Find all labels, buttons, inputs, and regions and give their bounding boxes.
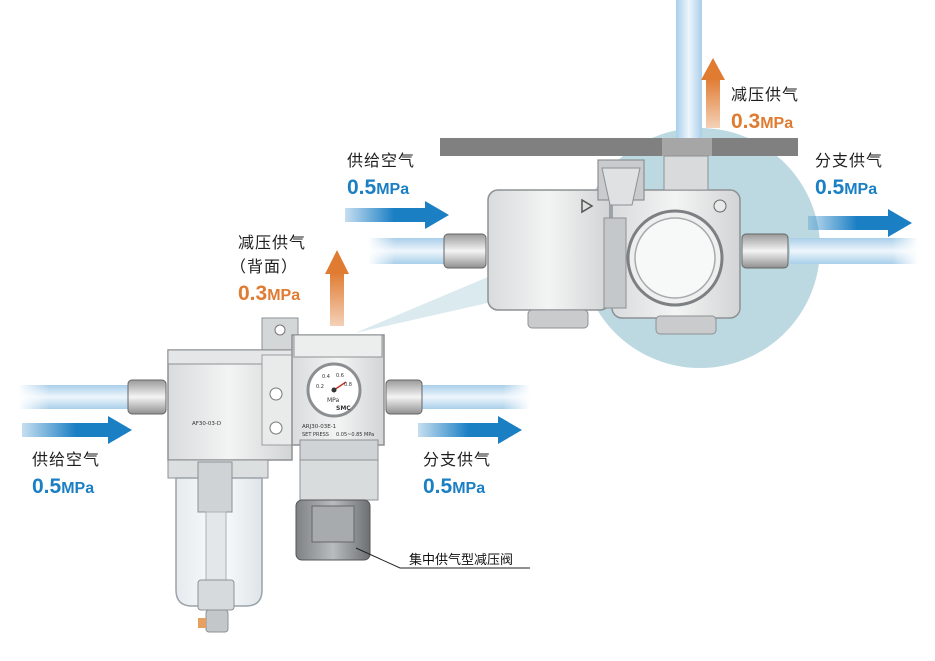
gauge-tick-2: 0.4 bbox=[322, 374, 330, 380]
gauge-tick-3: 0.6 bbox=[336, 373, 344, 379]
set-press-range-text: 0.05~0.85 MPa bbox=[336, 432, 374, 438]
bottom-branch-label: 分支供气 bbox=[423, 450, 492, 469]
top-supply-label: 供给空气 bbox=[347, 151, 416, 170]
bottom-branch-pressure: 0.5MPa bbox=[423, 475, 485, 499]
pressure-regulator-unit bbox=[291, 334, 385, 561]
top-branch-value: 0.5 bbox=[815, 176, 845, 199]
bottom-reduced-unit: MPa bbox=[267, 287, 301, 304]
bottom-reduced-value: 0.3 bbox=[238, 282, 268, 305]
supply-arrow-bottom bbox=[22, 416, 132, 444]
bottom-supply-unit: MPa bbox=[61, 480, 95, 497]
bottom-branch-unit: MPa bbox=[452, 480, 486, 497]
bottom-supply-label: 供给空气 bbox=[32, 450, 101, 469]
gauge-unit-text: MPa bbox=[327, 397, 340, 404]
outlet-fitting bbox=[385, 379, 423, 415]
reduced-arrow-top bbox=[701, 58, 725, 128]
manifold-regulator-unit bbox=[443, 155, 789, 335]
reduced-arrow-bottom bbox=[325, 250, 349, 326]
top-reduced-pressure: 0.3MPa bbox=[731, 110, 793, 134]
top-supply-value: 0.5 bbox=[347, 176, 377, 199]
bottom-reduced-note: （背面） bbox=[230, 257, 299, 276]
filter-model-text: AF30-03-D bbox=[192, 421, 221, 427]
top-reduced-value: 0.3 bbox=[731, 110, 761, 133]
regulator-model-text: ARJ30-03E-1 bbox=[302, 424, 336, 430]
top-branch-unit: MPa bbox=[844, 181, 878, 198]
branch-arrow-top bbox=[808, 209, 912, 237]
branch-arrow-bottom bbox=[418, 416, 522, 444]
top-branch-label: 分支供气 bbox=[815, 151, 884, 170]
callout-label: 集中供气型减压阀 bbox=[409, 553, 514, 568]
brand-text: SMC bbox=[336, 405, 351, 412]
gauge-tick-4: 0.8 bbox=[344, 382, 352, 388]
supply-arrow-top bbox=[345, 201, 449, 229]
top-reduced-label: 减压供气 bbox=[731, 85, 800, 104]
bottom-reduced-pressure: 0.3MPa bbox=[238, 282, 300, 306]
mounting-bracket bbox=[440, 138, 798, 156]
callout-leader bbox=[355, 547, 530, 569]
top-reduced-unit: MPa bbox=[760, 115, 794, 132]
bottom-reduced-label: 减压供气 bbox=[238, 233, 307, 252]
bottom-supply-value: 0.5 bbox=[32, 475, 62, 498]
top-supply-pressure: 0.5MPa bbox=[347, 176, 409, 200]
set-press-text: SET PRESS bbox=[302, 432, 329, 438]
bottom-supply-pressure: 0.5MPa bbox=[32, 475, 94, 499]
top-branch-pressure: 0.5MPa bbox=[815, 176, 877, 200]
gauge-tick-1: 0.2 bbox=[316, 384, 324, 390]
bottom-branch-value: 0.5 bbox=[423, 475, 453, 498]
air-filter-unit bbox=[167, 317, 299, 633]
top-supply-unit: MPa bbox=[376, 181, 410, 198]
inlet-fitting bbox=[127, 379, 167, 415]
